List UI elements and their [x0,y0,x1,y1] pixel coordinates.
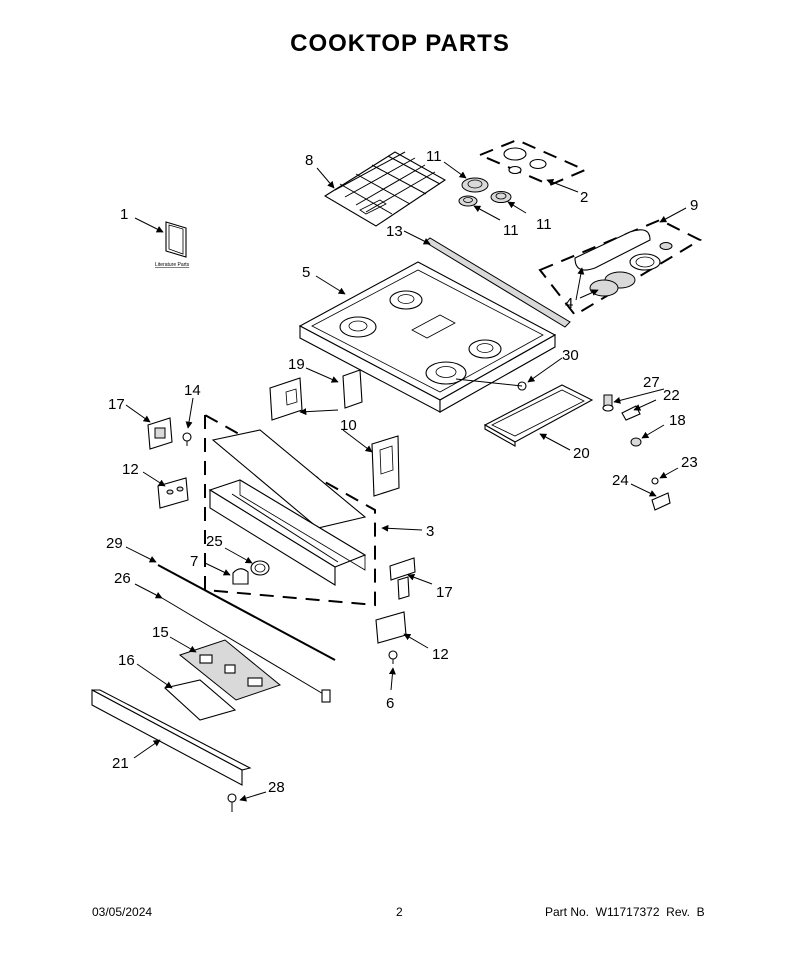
callout-numbers: 1 8 11 2 11 11 9 4 13 5 30 19 14 17 10 1… [106,148,698,796]
left-fasteners [147,417,192,509]
callout-29: 29 [106,535,123,552]
literature-parts: Literature Parts [155,221,190,268]
callout-23: 23 [681,454,698,471]
footer-date: 03/05/2024 [92,905,153,919]
callout-17: 17 [436,584,453,601]
callout-2: 2 [580,189,588,206]
callout-8: 8 [305,152,313,169]
callout-27: 27 [643,374,660,391]
callout-4: 4 [565,295,573,312]
rods [157,564,336,703]
callout-18: 18 [669,412,686,429]
callout-12: 12 [122,461,139,478]
right-fasteners [375,557,416,664]
callout-30: 30 [562,347,579,364]
cooktop-main-top [298,261,557,413]
callout-1: 1 [120,206,128,223]
page-title: COOKTOP PARTS [290,30,510,57]
callout-12: 12 [432,646,449,663]
callout-11: 11 [503,222,519,239]
callout-24: 24 [612,472,629,489]
callout-9: 9 [690,197,698,214]
callout-3: 3 [426,523,434,540]
footer-part-number: Part No. W11717372 Rev. B [545,905,705,919]
callout-22: 22 [663,387,680,404]
callout-19: 19 [288,356,305,373]
control-board [163,639,282,721]
callout-25: 25 [206,533,223,550]
brackets [269,369,400,497]
front-trim [91,689,252,812]
footer-page-number: 2 [396,905,403,919]
burner-caps [477,138,588,187]
valve-parts [602,394,671,511]
callout-17: 17 [108,396,125,413]
callout-13: 13 [386,223,403,240]
callout-14: 14 [184,382,201,399]
callout-26: 26 [114,570,131,587]
callout-20: 20 [573,445,590,462]
callout-16: 16 [118,652,135,669]
callout-10: 10 [340,417,357,434]
callout-6: 6 [386,695,394,712]
literature-label: Literature Parts [155,262,190,268]
burner-heads [458,177,512,207]
callout-28: 28 [268,779,285,796]
burner-grates [323,151,447,227]
griddle-burner-group [538,218,703,317]
callout-5: 5 [302,264,310,281]
callout-15: 15 [152,624,169,641]
callout-11: 11 [536,216,552,233]
leader-lines [125,161,687,802]
control-housing [204,413,376,607]
callout-7: 7 [190,553,198,570]
callout-21: 21 [112,755,129,772]
knobs [232,560,270,585]
callout-11: 11 [426,148,442,165]
griddle-assembly [483,381,594,447]
